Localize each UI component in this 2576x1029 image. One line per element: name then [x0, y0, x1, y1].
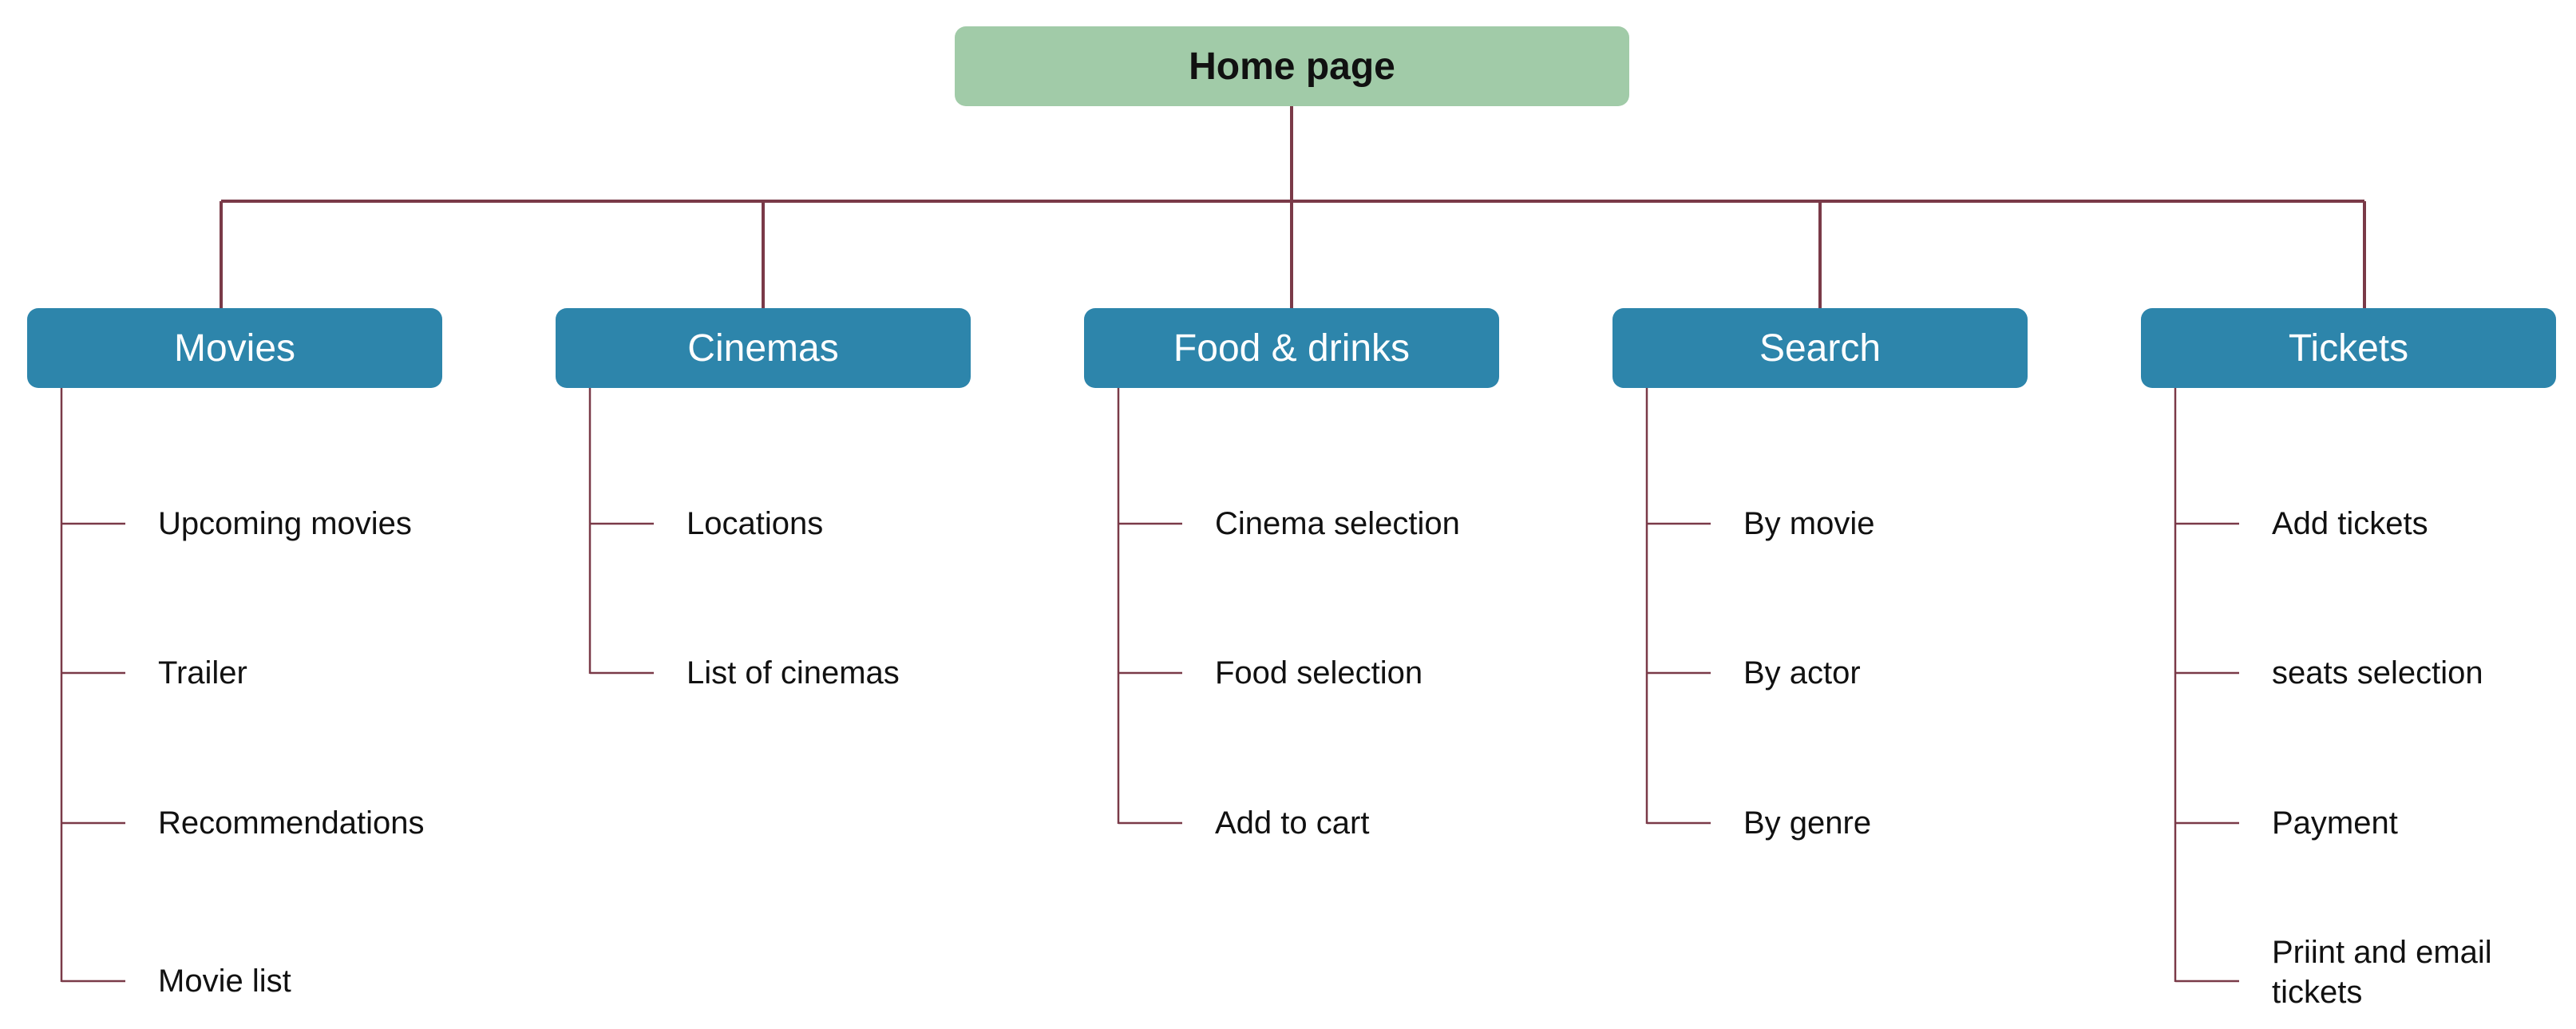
leaf-item-food-selection: Food selection [1215, 655, 1423, 691]
category-node-tickets: Tickets [2141, 308, 2556, 388]
leaf-item-recommendations: Recommendations [158, 805, 425, 841]
leaf-item-cinema-selection: Cinema selection [1215, 506, 1460, 541]
category-node-food-drinks: Food & drinks [1084, 308, 1499, 388]
leaf-item-by-actor: By actor [1743, 655, 1861, 691]
leaf-item-list-of-cinemas: List of cinemas [687, 655, 900, 691]
category-node-cinemas: Cinemas [556, 308, 971, 388]
leaf-item-add-tickets: Add tickets [2272, 506, 2428, 541]
category-label: Tickets [2288, 327, 2409, 370]
leaf-item-seats-selection: seats selection [2272, 655, 2483, 691]
leaf-item-add-to-cart: Add to cart [1215, 805, 1370, 841]
category-node-movies: Movies [27, 308, 442, 388]
leaf-item-upcoming-movies: Upcoming movies [158, 506, 412, 541]
root-node-home-page: Home page [955, 26, 1629, 106]
leaf-item-by-movie: By movie [1743, 506, 1875, 541]
category-node-search: Search [1612, 308, 2028, 388]
category-label: Movies [173, 327, 296, 370]
leaf-item-payment: Payment [2272, 805, 2398, 841]
leaf-item-movie-list: Movie list [158, 964, 291, 999]
category-label: Search [1759, 327, 1882, 370]
root-node-label: Home page [1189, 45, 1395, 88]
leaf-item-trailer: Trailer [158, 655, 247, 691]
leaf-item-print-and-email-tickets: Priint and email tickets [2272, 935, 2492, 1010]
category-label: Cinemas [687, 327, 839, 370]
category-label: Food & drinks [1173, 327, 1411, 370]
leaf-item-locations: Locations [687, 506, 824, 541]
leaf-item-by-genre: By genre [1743, 805, 1872, 841]
